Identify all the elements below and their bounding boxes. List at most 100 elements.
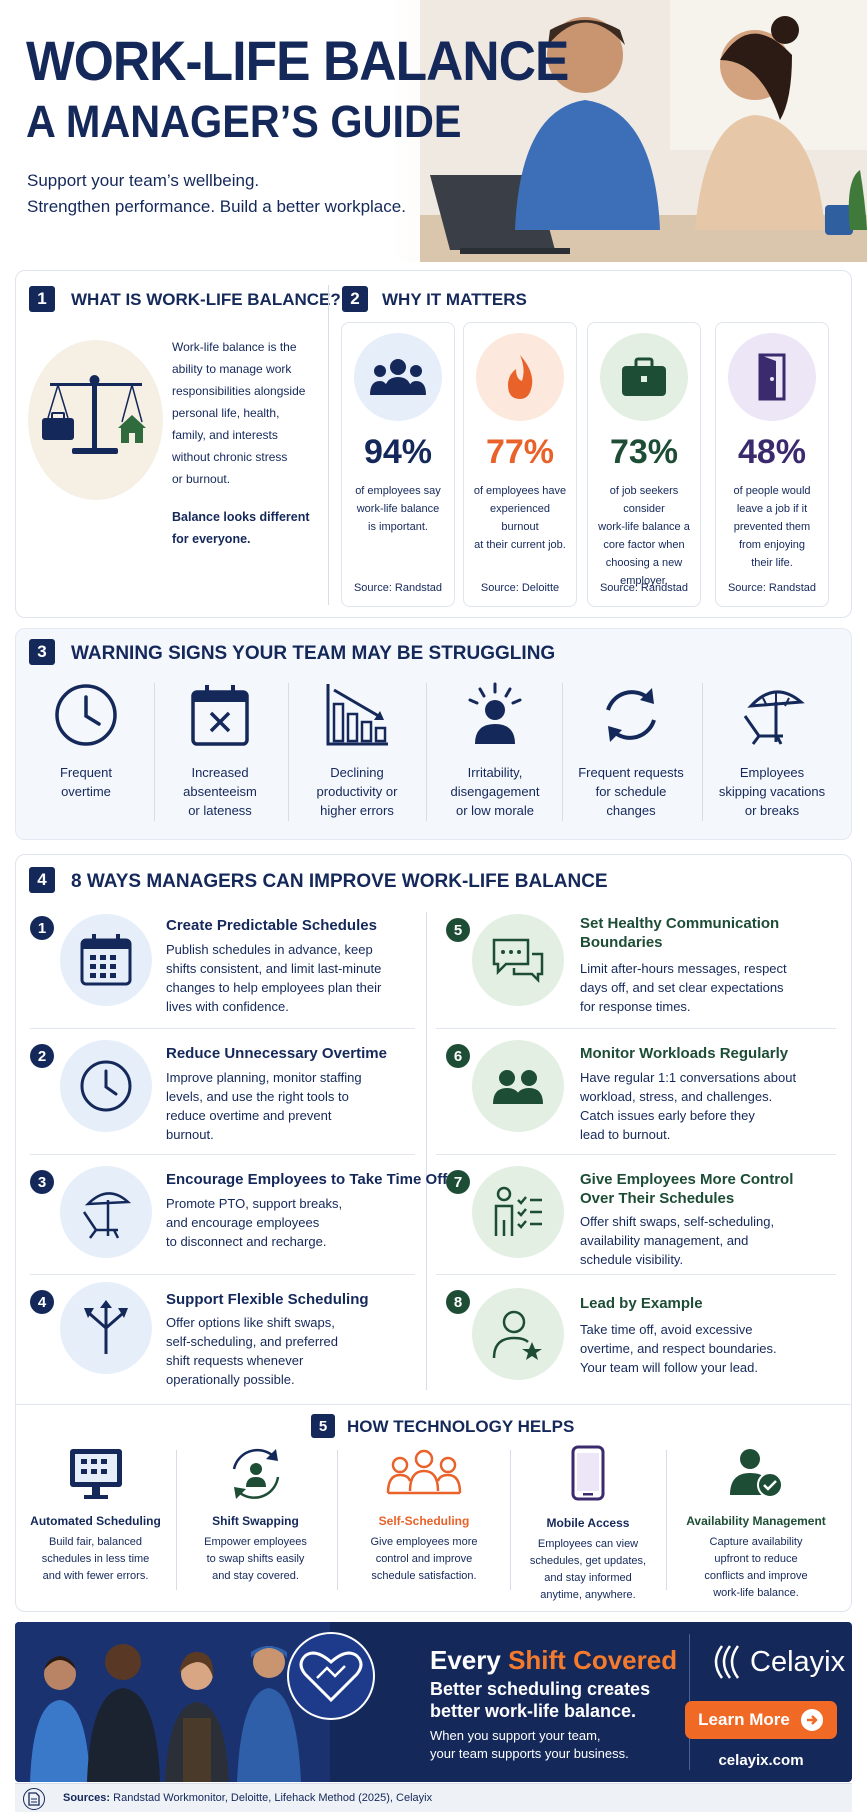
definition-line: family, and interests: [172, 428, 278, 442]
sources-list: Randstad Workmonitor, Deloitte, Lifehack…: [113, 1792, 433, 1804]
clock-icon: [55, 684, 117, 746]
stat-source: Source: Randstad: [727, 582, 817, 594]
tech-item: Availability Management Capture availabi…: [670, 1445, 842, 1602]
stat-value: 77%: [485, 433, 555, 471]
divider: [288, 683, 289, 821]
sources-text: Sources: Randstad Workmonitor, Deloitte,…: [63, 1792, 432, 1804]
learn-more-button[interactable]: Learn More: [685, 1701, 837, 1739]
stat-value: 94%: [363, 433, 433, 471]
section-number-badge: 1: [29, 286, 55, 312]
swap-person-icon: [232, 1448, 279, 1499]
divider: [426, 912, 427, 1390]
divider: [30, 1154, 415, 1155]
stat-icon-circle: [600, 333, 688, 421]
sections-4-5-card: [15, 854, 852, 1612]
heart-logo-circle: [287, 1632, 375, 1720]
tech-title: Automated Scheduling: [30, 1514, 161, 1528]
stat-icon-circle: [354, 333, 442, 421]
divider: [436, 1028, 836, 1029]
way-icon-circle: [60, 1040, 152, 1132]
two-people-icon: [493, 1070, 543, 1104]
divider: [15, 1404, 852, 1405]
way-title: Support Flexible Scheduling: [166, 1291, 369, 1308]
declining-chart-icon: [326, 684, 388, 746]
section4-header: 4 8 WAYS MANAGERS CAN IMPROVE WORK-LIFE …: [29, 867, 608, 893]
tech-title: Shift Swapping: [212, 1514, 299, 1528]
hero-header: WORK-LIFE BALANCE A MANAGER’S GUIDE Supp…: [0, 0, 867, 262]
tech-title: Mobile Access: [546, 1516, 630, 1530]
way-description: Offer shift swaps, self-scheduling,avail…: [580, 1214, 775, 1267]
stat-source: Source: Randstad: [353, 582, 443, 594]
emphasis-line: for everyone.: [172, 532, 251, 546]
monitor-calendar-icon: [69, 1449, 122, 1499]
person-check-icon: [730, 1449, 783, 1498]
page-title-line2: A MANAGER’S GUIDE: [26, 96, 462, 147]
section1-title: WHAT IS WORK-LIFE BALANCE?: [71, 290, 341, 309]
stat-icon-circle: [476, 333, 564, 421]
section3-header: 3 WARNING SIGNS YOUR TEAM MAY BE STRUGGL…: [29, 639, 555, 665]
section2-header: 2 WHY IT MATTERS: [342, 286, 527, 312]
divider: [154, 683, 155, 821]
definition-line: responsibilities alongside: [172, 384, 306, 398]
section2-title: WHY IT MATTERS: [382, 290, 527, 309]
way-icon-circle: [472, 1166, 564, 1258]
way-icon-circle: [472, 1040, 564, 1132]
clock-icon: [80, 1060, 132, 1112]
divider: [30, 1274, 415, 1275]
definition-text: Work-life balance is the ability to mana…: [172, 336, 322, 490]
calendar-icon: [80, 934, 132, 986]
scale-illustration: [28, 340, 163, 500]
heart-icon: [299, 1651, 363, 1703]
tech-title: Self-Scheduling: [378, 1514, 470, 1528]
stat-value: 73%: [609, 433, 679, 471]
way-icon-circle: [60, 1166, 152, 1258]
hero-photo: [420, 0, 867, 262]
divider: [176, 1450, 177, 1590]
way-number: 7: [446, 1170, 470, 1194]
definition-line: without chronic stress: [172, 450, 288, 464]
website-link[interactable]: celayix.com: [718, 1752, 804, 1769]
definition-line: personal life, health,: [172, 406, 280, 420]
divider: [436, 1154, 836, 1155]
person-checklist-icon: [494, 1186, 542, 1236]
way-number: 8: [446, 1290, 470, 1314]
sources-footer: Sources: Randstad Workmonitor, Deloitte,…: [15, 1783, 852, 1812]
way-number: 3: [30, 1170, 54, 1194]
way-number: 1: [30, 916, 54, 940]
definition-line: ability to manage work: [172, 362, 292, 376]
way-title: Create Predictable Schedules: [166, 917, 377, 934]
divider: [510, 1450, 511, 1590]
section3-title: WARNING SIGNS YOUR TEAM MAY BE STRUGGLIN…: [71, 643, 556, 664]
section-number-badge: 3: [29, 639, 55, 665]
split-arrows-icon: [84, 1300, 128, 1354]
emphasis-text: Balance looks different for everyone.: [172, 506, 322, 550]
divider: [562, 683, 563, 821]
way-icon-circle: [472, 914, 564, 1006]
refresh-icon: [606, 688, 656, 742]
way-icon-circle: [472, 1288, 564, 1380]
definition-line: or burnout.: [172, 472, 231, 486]
divider: [666, 1450, 667, 1590]
divider: [436, 1274, 836, 1275]
tech-title: Availability Management: [686, 1514, 826, 1528]
way-icon-circle: [60, 914, 152, 1006]
section-number-badge: 4: [29, 867, 55, 893]
banner-small-text: When you support your team,your team sup…: [430, 1728, 629, 1761]
